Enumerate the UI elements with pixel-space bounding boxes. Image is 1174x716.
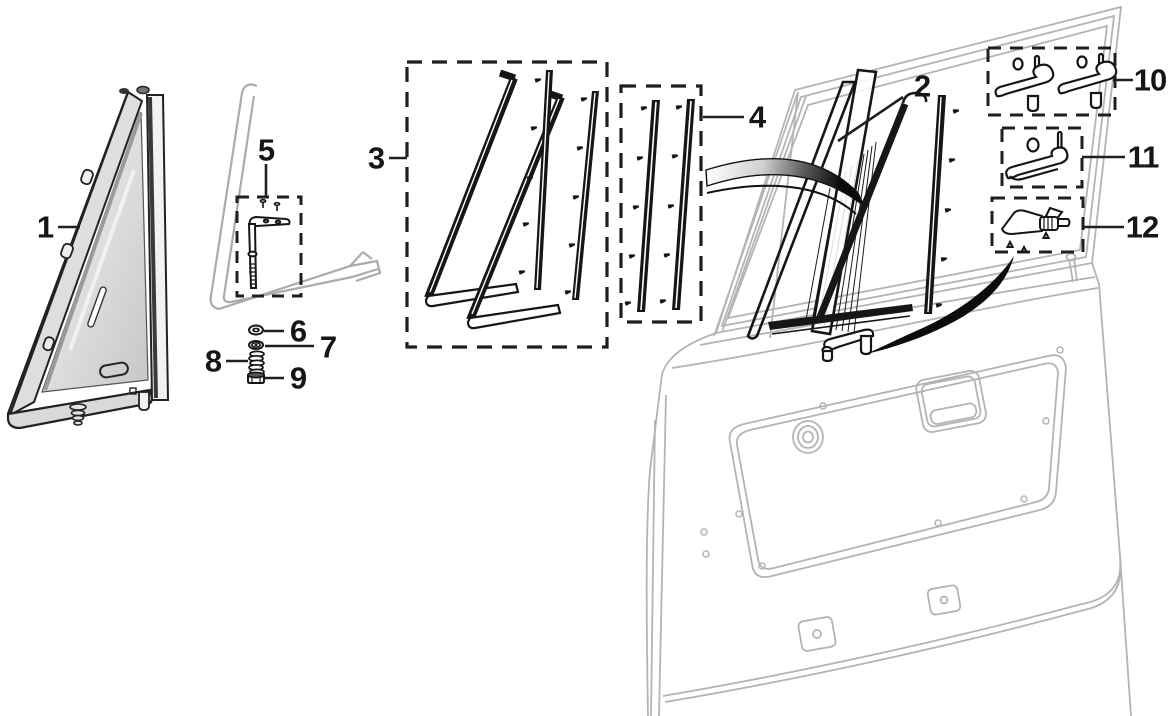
vertical-run-strips — [619, 84, 703, 324]
pivot-bracket-kit — [235, 195, 303, 298]
callout-leaders — [58, 78, 1133, 380]
run-strip-rear — [924, 95, 960, 314]
pivot-hardware — [247, 324, 265, 384]
washer-7 — [248, 340, 264, 350]
callout-3: 3 — [367, 140, 385, 176]
installed-channels — [746, 68, 960, 363]
callout-1: 1 — [36, 209, 54, 245]
vent-division-bar — [746, 80, 857, 340]
installed-crank-handle — [821, 328, 875, 363]
callout-10: 10 — [1133, 62, 1167, 98]
vent-latch — [990, 196, 1085, 254]
callout-8: 8 — [204, 343, 222, 379]
callout-11: 11 — [1127, 139, 1160, 175]
strip-a — [518, 70, 553, 290]
strip-2 — [659, 99, 695, 310]
channel-a — [424, 69, 520, 308]
spring-8 — [248, 350, 265, 376]
run-channel-diagonal — [768, 91, 928, 335]
callout-9: 9 — [289, 360, 307, 396]
door-vent-outline — [713, 91, 807, 339]
glass-run-channel-kit — [405, 60, 609, 349]
nut-9 — [247, 371, 265, 384]
callout-2: 2 — [913, 68, 931, 104]
door-shell — [645, 5, 1132, 716]
division-bar-frame — [209, 83, 382, 311]
door-pull-handle — [1000, 126, 1084, 189]
door-glass — [810, 68, 878, 336]
callout-5: 5 — [257, 132, 275, 168]
callout-6: 6 — [289, 313, 307, 349]
callout-7: 7 — [319, 329, 337, 365]
panel-screws — [700, 346, 1064, 570]
callout-12: 12 — [1125, 209, 1159, 245]
install-arrow-upper — [705, 158, 865, 215]
callout-4: 4 — [748, 99, 766, 135]
vent-window-assembly — [6, 85, 170, 430]
washer-6 — [248, 324, 264, 336]
window-crank-handles — [986, 46, 1118, 117]
strip-b — [564, 91, 599, 300]
strip-1 — [624, 100, 660, 312]
